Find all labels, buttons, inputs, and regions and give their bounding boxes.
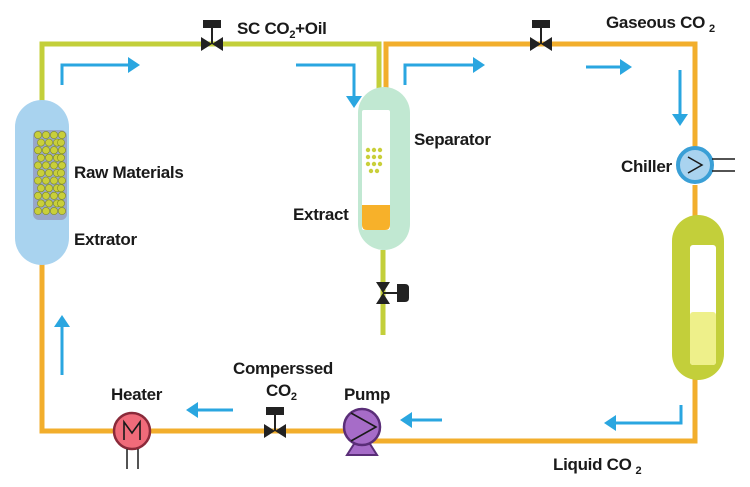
label-separator: Separator bbox=[414, 130, 491, 149]
pellet bbox=[58, 161, 66, 170]
pellet bbox=[34, 191, 42, 200]
particle bbox=[371, 154, 377, 160]
pellet bbox=[42, 146, 50, 155]
particle bbox=[365, 147, 371, 153]
flow-arrow-icon bbox=[60, 63, 130, 85]
particle bbox=[365, 154, 371, 160]
pellet bbox=[45, 169, 53, 177]
pellet bbox=[57, 138, 65, 147]
pellet bbox=[45, 184, 53, 193]
particle bbox=[365, 161, 371, 167]
pellet bbox=[37, 138, 45, 147]
pipe-sc-co2-oil bbox=[39, 41, 382, 110]
pellet bbox=[37, 199, 45, 208]
valve-compressed-co2 bbox=[264, 407, 286, 438]
pipe-liquid-co2 bbox=[372, 375, 698, 444]
valve-extract-drain bbox=[376, 282, 409, 304]
pellet bbox=[37, 184, 45, 193]
label-heater: Heater bbox=[111, 385, 163, 404]
particle bbox=[371, 147, 377, 153]
flow-arrows bbox=[54, 57, 688, 431]
heater-icon bbox=[112, 411, 152, 469]
flow-arrow-icon bbox=[346, 96, 362, 108]
pump-icon bbox=[342, 407, 382, 456]
particle bbox=[377, 147, 383, 153]
label-pump: Pump bbox=[344, 385, 390, 404]
pellet bbox=[58, 146, 66, 155]
flow-arrow-icon bbox=[54, 315, 70, 327]
pellet bbox=[58, 176, 66, 185]
pellet bbox=[57, 153, 65, 162]
particle bbox=[377, 161, 383, 167]
label-extrator: Extrator bbox=[74, 230, 137, 249]
flow-arrow-icon bbox=[672, 114, 688, 126]
particle bbox=[377, 154, 383, 160]
pellet bbox=[42, 176, 50, 185]
pellet bbox=[34, 146, 42, 155]
valve-gaseous-co2 bbox=[530, 20, 552, 51]
pellet bbox=[57, 184, 65, 193]
pellet bbox=[57, 199, 65, 208]
label-extract: Extract bbox=[293, 205, 349, 224]
flow-arrow-icon bbox=[128, 57, 140, 73]
pellet bbox=[34, 131, 42, 139]
pellet bbox=[42, 131, 50, 139]
pellet bbox=[42, 191, 50, 200]
label-chiller: Chiller bbox=[621, 157, 672, 176]
pipe-compressed-co2 bbox=[39, 262, 345, 434]
particle bbox=[371, 161, 377, 167]
pellet bbox=[58, 131, 66, 139]
label-raw-materials: Raw Materials bbox=[74, 163, 183, 182]
flow-arrow-icon bbox=[400, 412, 412, 428]
pellet bbox=[50, 131, 58, 139]
raw-material-pellets bbox=[34, 131, 66, 215]
pellet bbox=[34, 176, 42, 185]
flow-arrow-icon bbox=[473, 57, 485, 73]
flow-arrow-icon bbox=[604, 415, 616, 431]
pellet bbox=[37, 153, 45, 162]
label-compressed: Comperssed bbox=[233, 359, 333, 378]
pellet bbox=[58, 207, 66, 215]
flow-arrow-icon bbox=[614, 405, 683, 425]
pellet bbox=[50, 191, 58, 200]
pellet bbox=[45, 199, 53, 208]
particle bbox=[374, 168, 380, 174]
co2-storage-tank bbox=[672, 215, 724, 380]
pellet bbox=[34, 161, 42, 170]
pellet bbox=[42, 161, 50, 170]
extract-level bbox=[362, 205, 390, 230]
label-sc-co2-oil: SC CO2+Oil bbox=[237, 19, 327, 41]
pellet bbox=[37, 169, 45, 177]
pellet bbox=[50, 176, 58, 185]
flow-arrow-icon bbox=[296, 63, 356, 98]
flow-arrow-icon bbox=[403, 63, 475, 85]
label-compressed-co2: CO2 bbox=[266, 381, 297, 403]
valve-sc-co2 bbox=[201, 20, 223, 51]
tank-liquid-level bbox=[690, 312, 716, 365]
pellet bbox=[50, 207, 58, 215]
pellet bbox=[50, 161, 58, 170]
pellet bbox=[42, 207, 50, 215]
flow-arrow-icon bbox=[186, 402, 198, 418]
separator-vessel bbox=[358, 87, 410, 250]
separator-particles bbox=[365, 147, 383, 174]
chiller-icon bbox=[676, 146, 735, 184]
flow-arrow-icon bbox=[620, 59, 632, 75]
pellet bbox=[34, 207, 42, 215]
pellet bbox=[50, 146, 58, 155]
extractor-vessel bbox=[15, 100, 69, 265]
pellet bbox=[45, 138, 53, 147]
particle bbox=[368, 168, 374, 174]
pellet bbox=[58, 191, 66, 200]
pellet bbox=[57, 169, 65, 177]
pellet bbox=[45, 153, 53, 162]
